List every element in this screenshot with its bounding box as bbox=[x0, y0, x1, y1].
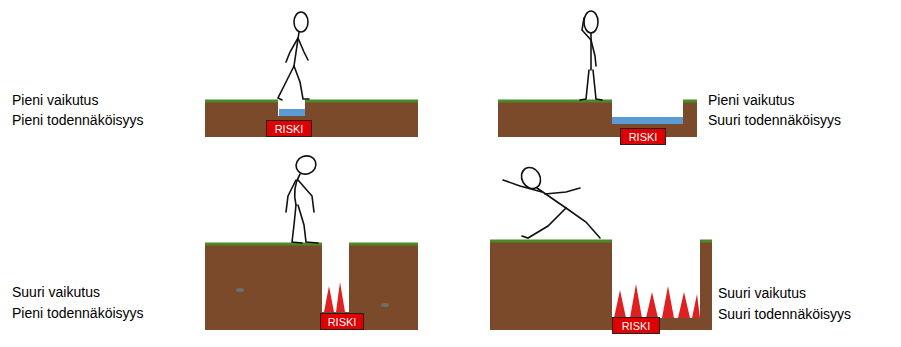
head bbox=[518, 164, 545, 192]
arm bbox=[545, 188, 580, 194]
head bbox=[294, 12, 308, 32]
body bbox=[294, 32, 299, 66]
arm bbox=[286, 38, 298, 62]
grass bbox=[683, 100, 697, 103]
leg bbox=[566, 208, 600, 238]
risk-label: RISKI bbox=[328, 316, 357, 328]
grass bbox=[498, 100, 612, 103]
risk-label: RISKI bbox=[622, 320, 651, 332]
axis-label: Suuri todennäköisyys bbox=[708, 111, 841, 129]
spikes bbox=[614, 284, 700, 318]
stone bbox=[236, 288, 244, 292]
axis-label: Pieni vaikutus bbox=[12, 91, 98, 109]
stone bbox=[381, 303, 389, 307]
risk-box: RISKI bbox=[266, 120, 312, 137]
grass bbox=[700, 240, 712, 243]
head bbox=[584, 11, 598, 33]
leg bbox=[580, 70, 589, 100]
ground bbox=[490, 240, 712, 330]
arm bbox=[298, 180, 314, 212]
risk-label: RISKI bbox=[275, 123, 304, 135]
risk-label: RISKI bbox=[629, 131, 658, 143]
risk-box: RISKI bbox=[612, 317, 660, 334]
ground bbox=[205, 243, 418, 330]
leg bbox=[278, 66, 294, 100]
arm bbox=[286, 180, 296, 212]
axis-label: Suuri vaikutus bbox=[12, 283, 100, 301]
stick-figure bbox=[286, 153, 318, 243]
ground bbox=[205, 100, 418, 137]
arm bbox=[591, 40, 596, 66]
grass bbox=[205, 243, 322, 246]
arm bbox=[298, 38, 308, 60]
stick-figure bbox=[503, 164, 600, 238]
arm bbox=[503, 180, 542, 192]
grass bbox=[305, 100, 418, 103]
body bbox=[295, 174, 300, 205]
axis-label: Suuri vaikutus bbox=[718, 284, 806, 302]
grass bbox=[490, 240, 612, 243]
stick-figure bbox=[580, 11, 602, 100]
leg bbox=[298, 205, 318, 243]
spikes bbox=[324, 282, 345, 312]
water bbox=[279, 109, 305, 116]
leg bbox=[522, 208, 566, 238]
axis-label: Pieni todennäköisyys bbox=[12, 304, 144, 322]
leg bbox=[294, 66, 309, 99]
axis-label: Pieni todennäköisyys bbox=[12, 111, 144, 129]
risk-box: RISKI bbox=[620, 128, 666, 145]
water bbox=[612, 117, 683, 124]
ground bbox=[498, 100, 697, 137]
stick-figure bbox=[278, 12, 309, 100]
grass bbox=[349, 243, 418, 246]
grass bbox=[205, 100, 278, 103]
arm bbox=[582, 18, 591, 40]
axis-label: Suuri todennäköisyys bbox=[718, 305, 851, 323]
axis-label: Pieni vaikutus bbox=[708, 91, 794, 109]
head bbox=[294, 153, 319, 177]
risk-box: RISKI bbox=[320, 313, 364, 330]
leg bbox=[593, 70, 602, 100]
